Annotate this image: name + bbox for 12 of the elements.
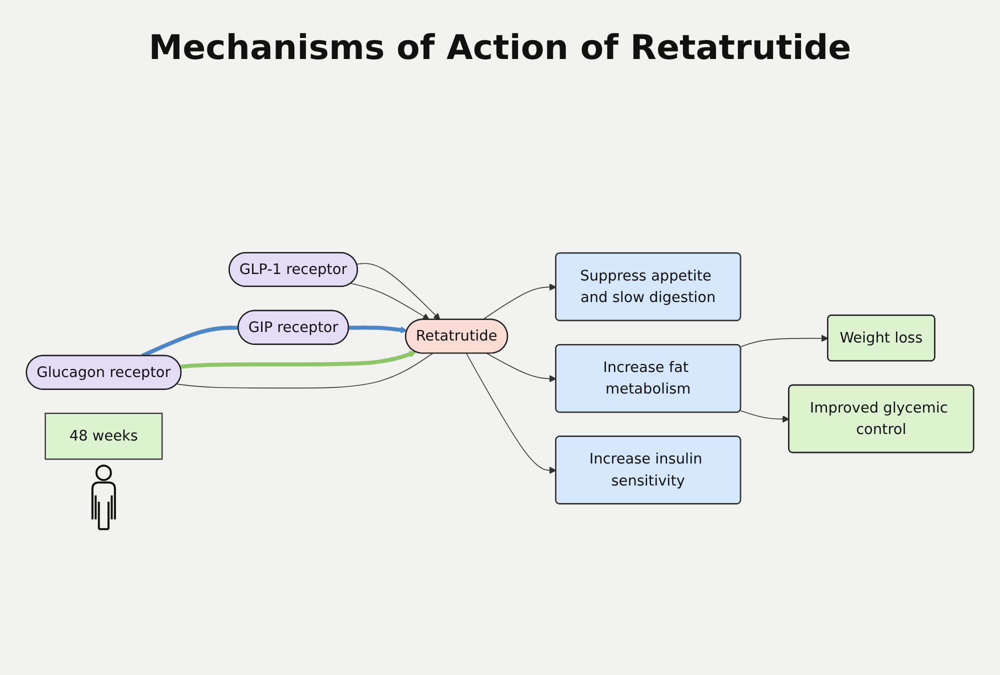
arrow — [350, 283, 430, 320]
arrow — [180, 350, 416, 369]
arrow — [740, 334, 828, 348]
connector — [176, 353, 433, 388]
arrow — [356, 263, 440, 320]
title: Mechanisms of Action of Retatrutide — [148, 28, 852, 68]
arrow — [486, 353, 556, 382]
arrow — [482, 284, 556, 320]
arrow — [348, 326, 408, 334]
arrow — [740, 410, 790, 423]
node-box: 48 weeks — [44, 412, 163, 460]
arrow — [466, 353, 556, 474]
